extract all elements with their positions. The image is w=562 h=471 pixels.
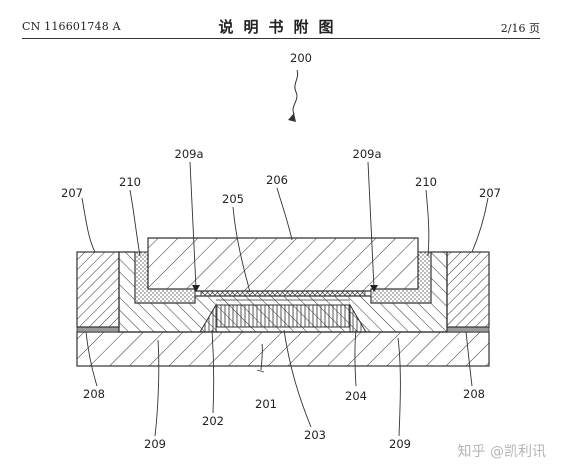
layer-208-left — [76, 326, 120, 333]
substrate-201 — [76, 331, 490, 367]
block-207-left — [76, 251, 120, 328]
page-number: 2/16 页 — [500, 22, 540, 35]
publication-number: CN 116601748 A — [22, 20, 121, 33]
fillet-202 — [199, 303, 217, 333]
arrow-209a-left — [192, 285, 200, 292]
fillet-204 — [349, 303, 367, 333]
label-202: 202 — [202, 414, 224, 428]
leader-201-tick — [256, 369, 265, 373]
arrow-head — [288, 113, 296, 122]
label-207-left: 207 — [61, 186, 83, 200]
label-200: 200 — [290, 51, 312, 65]
label-209a-left: 209a — [175, 147, 204, 161]
label-203: 203 — [304, 428, 326, 442]
label-206: 206 — [266, 173, 288, 187]
page-header: CN 116601748 A 说明书附图 2/16 页 — [0, 0, 562, 40]
label-208-right: 208 — [463, 387, 485, 401]
block-207-right — [446, 251, 490, 328]
watermark-text: 知乎 @凯利讯 — [457, 444, 546, 460]
layer-205 — [200, 290, 366, 297]
label-208-left: 208 — [83, 387, 105, 401]
squiggle-arrow — [292, 69, 299, 115]
leader-lines — [81, 161, 489, 437]
label-207-right: 207 — [479, 186, 501, 200]
arrow-209a-right — [370, 285, 378, 292]
label-209a-right: 209a — [353, 147, 382, 161]
label-209-right: 209 — [389, 437, 411, 451]
label-205: 205 — [222, 192, 244, 206]
label-204: 204 — [345, 389, 367, 403]
label-209-left: 209 — [144, 437, 166, 451]
label-210-right: 210 — [415, 175, 437, 189]
header-rule — [22, 38, 540, 39]
layer-208-right — [446, 326, 490, 333]
label-201: 201 — [255, 397, 277, 411]
chip-203 — [215, 304, 351, 328]
cap-206 — [147, 237, 419, 292]
document-title: 说明书附图 — [218, 18, 344, 36]
label-210-left: 210 — [119, 175, 141, 189]
